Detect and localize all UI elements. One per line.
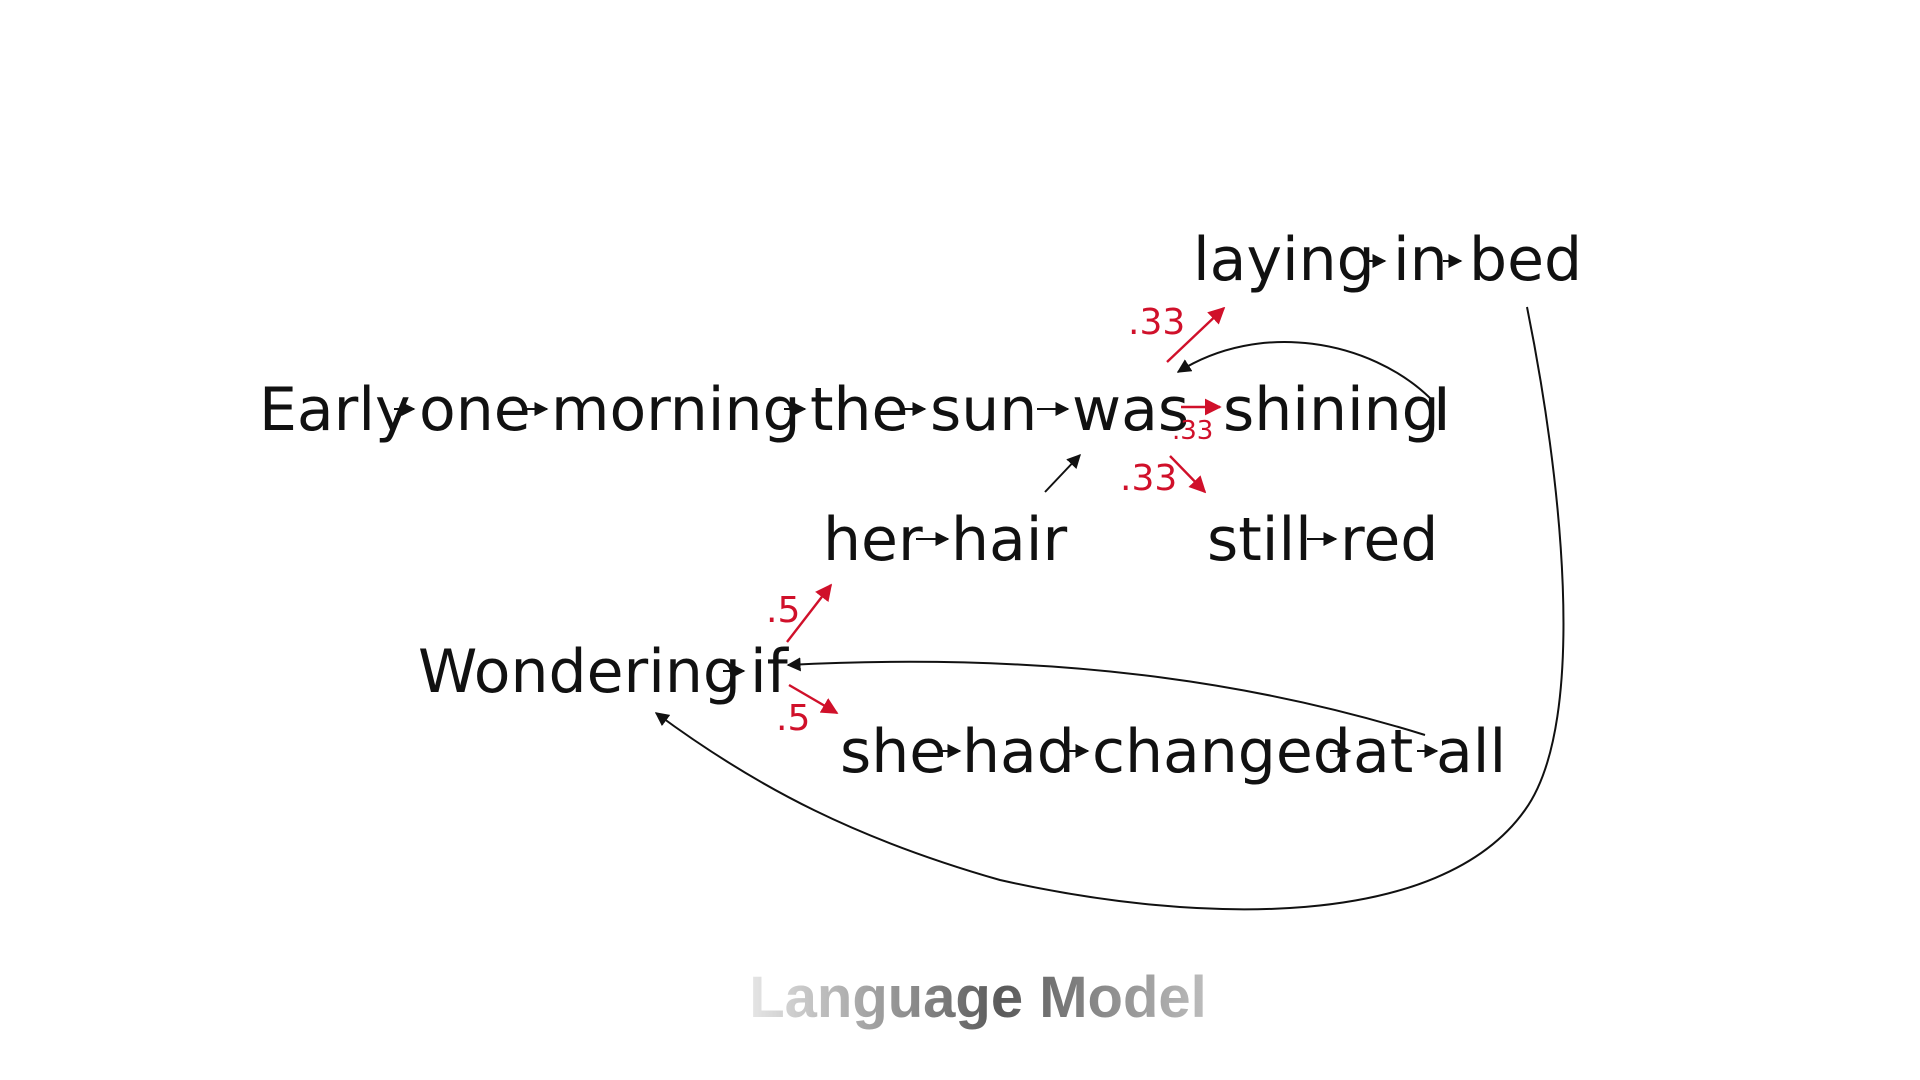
word-shining: shining xyxy=(1223,375,1440,445)
word-at: at xyxy=(1353,717,1413,787)
word-she: she xyxy=(840,717,946,787)
word-red: red xyxy=(1340,505,1438,575)
arrow-was-to-still xyxy=(1169,455,1207,494)
arrow-was-to-laying xyxy=(1166,306,1226,363)
word-wondering: Wondering xyxy=(418,637,741,707)
word-changed: changed xyxy=(1092,717,1351,787)
arrow-hair-to-was xyxy=(1044,453,1081,493)
word-early: Early xyxy=(259,375,411,445)
word-the: the xyxy=(810,375,908,445)
word-hair: hair xyxy=(951,505,1067,575)
prob-if-she: .5 xyxy=(776,698,810,739)
word-bed: bed xyxy=(1469,225,1582,295)
arrow-all-to-if xyxy=(786,657,1426,736)
arrow-if-to-she xyxy=(788,683,839,715)
arrow-if-to-her xyxy=(786,583,833,643)
word-had: had xyxy=(962,717,1075,787)
word-if: if xyxy=(750,637,790,707)
prob-if-her: .5 xyxy=(766,590,800,631)
word-morning: morning xyxy=(551,375,801,445)
arrow-i-to-was xyxy=(1176,341,1431,399)
word-laying: laying xyxy=(1193,225,1375,295)
word-all: all xyxy=(1436,717,1506,787)
word-in: in xyxy=(1393,225,1448,295)
word-was: was xyxy=(1072,375,1189,445)
word-i: I xyxy=(1433,375,1451,445)
arrow-bed-to-wondering xyxy=(654,306,1565,911)
word-sun: sun xyxy=(930,375,1037,445)
word-her: her xyxy=(823,505,923,575)
diagram-title: Language Model xyxy=(749,965,1207,1030)
word-one: one xyxy=(419,375,531,445)
prob-was-still: .33 xyxy=(1120,458,1177,499)
word-still: still xyxy=(1207,505,1312,575)
prob-was-laying: .33 xyxy=(1128,302,1185,343)
prob-was-shining: .33 xyxy=(1172,416,1213,446)
